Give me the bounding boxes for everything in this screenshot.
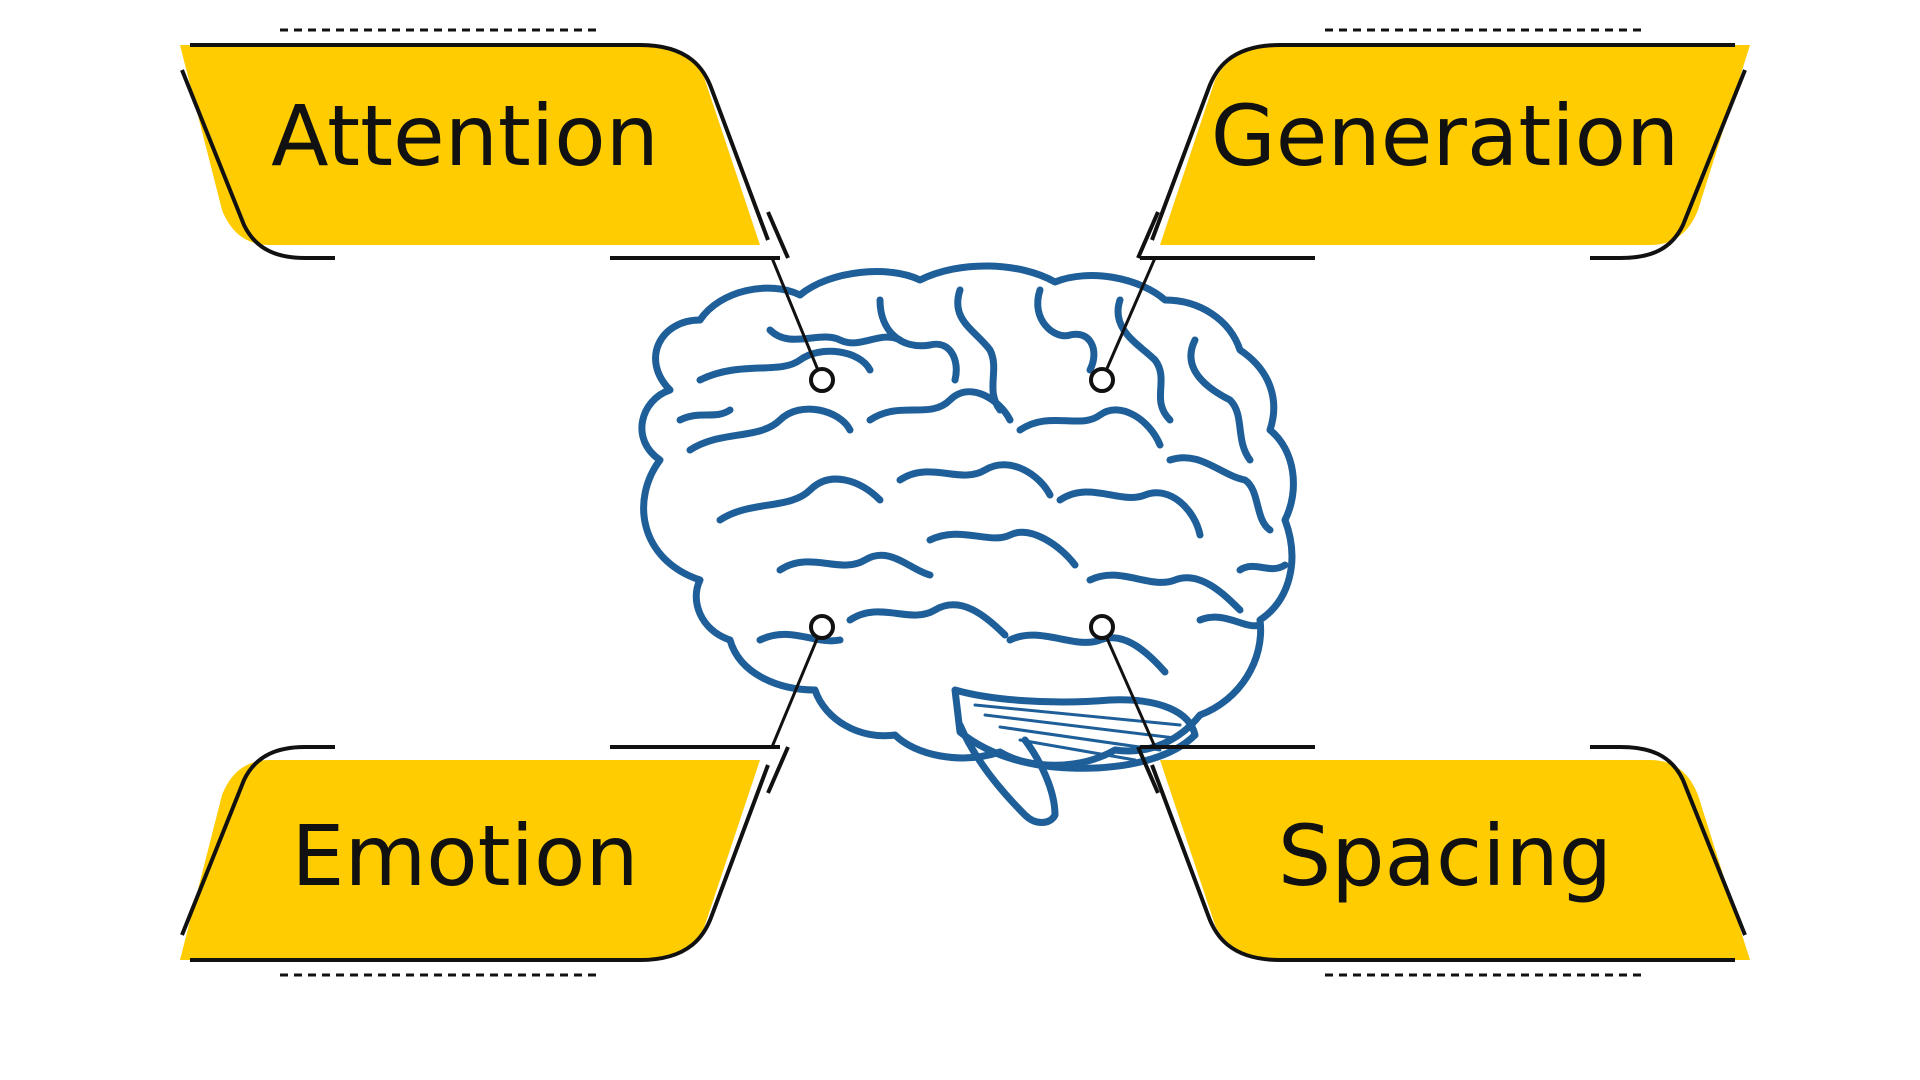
generation-label-shape bbox=[1160, 45, 1750, 245]
brain-icon bbox=[638, 262, 1297, 826]
generation-label: Generation bbox=[1211, 87, 1680, 185]
attention-label: Attention bbox=[271, 87, 659, 185]
label-group-generation: Generation bbox=[1136, 28, 1750, 260]
label-group-emotion: Emotion bbox=[180, 745, 790, 977]
attention-label-shape bbox=[180, 45, 760, 245]
label-group-attention: Attention bbox=[180, 28, 790, 260]
connector-dot-spacing bbox=[1089, 614, 1115, 640]
spacing-label-shape bbox=[1160, 760, 1750, 960]
emotion-label-shape bbox=[180, 760, 760, 960]
connector-dot-emotion bbox=[809, 614, 835, 640]
emotion-label: Emotion bbox=[291, 807, 638, 905]
spacing-label: Spacing bbox=[1278, 807, 1612, 905]
label-group-spacing: Spacing bbox=[1136, 745, 1750, 977]
connector-dot-attention bbox=[809, 367, 835, 393]
connector-dot-generation bbox=[1089, 367, 1115, 393]
